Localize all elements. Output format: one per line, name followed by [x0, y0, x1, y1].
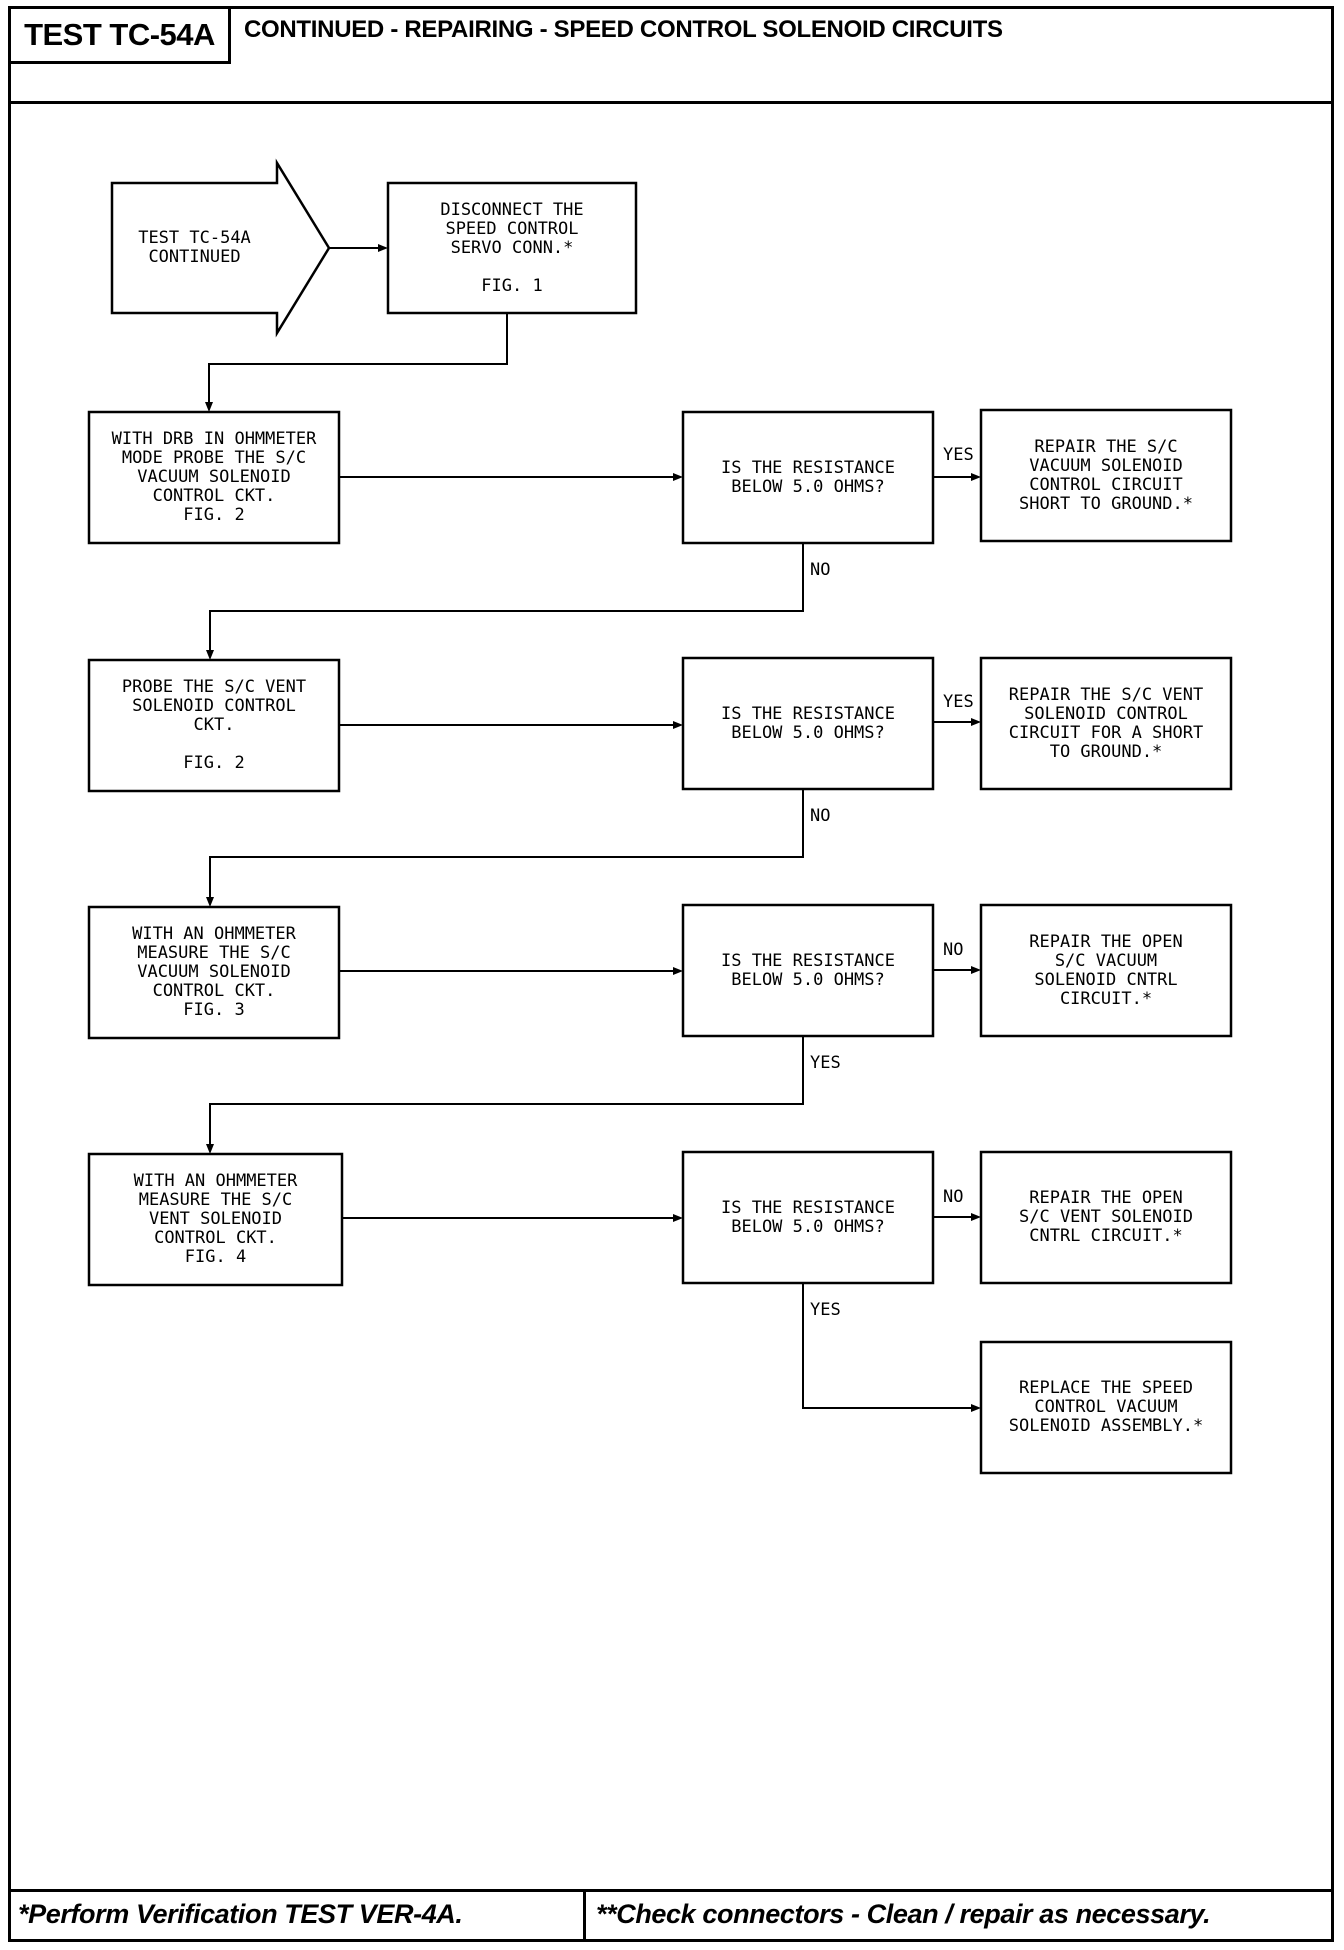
page-frame — [8, 6, 1334, 1942]
footer-divider — [8, 1889, 1334, 1892]
arrowhead-step2 — [206, 650, 214, 660]
arrowhead-q2 — [673, 721, 683, 729]
arrowhead-step4 — [206, 1144, 214, 1154]
q2-text: IS THE RESISTANCE BELOW 5.0 OHMS? — [721, 703, 895, 743]
arrowhead-r5 — [971, 1404, 981, 1412]
step4-box — [87, 1152, 344, 1287]
q2-no-label: NO — [810, 806, 831, 826]
arrowhead-q1 — [673, 473, 683, 481]
connector-q1-step2 — [209, 543, 804, 653]
header-divider — [8, 101, 1334, 104]
test-id: TEST TC-54A — [24, 17, 215, 52]
r1-box — [979, 408, 1233, 543]
arrowhead-r1 — [971, 473, 981, 481]
q1-yes-label: YES — [943, 445, 974, 465]
start-arrow-shape — [110, 158, 331, 338]
q3-no-label: NO — [943, 940, 964, 960]
disconnect-box — [386, 181, 638, 315]
r1-text: REPAIR THE S/C VACUUM SOLENOID CONTROL C… — [1019, 436, 1193, 514]
footer-column-divider — [583, 1889, 586, 1942]
connector-q2-step3 — [209, 789, 804, 900]
r2-box — [979, 656, 1233, 791]
arrowhead-q4 — [673, 1214, 683, 1222]
q1-text: IS THE RESISTANCE BELOW 5.0 OHMS? — [721, 457, 895, 497]
arrowhead-r2 — [971, 718, 981, 726]
q2-yes-label: YES — [943, 692, 974, 712]
q3-text: IS THE RESISTANCE BELOW 5.0 OHMS? — [721, 950, 895, 990]
arrowhead-q3 — [673, 967, 683, 975]
step1-box — [87, 410, 341, 545]
verification-note: *Perform Verification TEST VER-4A. — [18, 1899, 463, 1929]
step3-text: WITH AN OHMMETER MEASURE THE S/C VACUUM … — [132, 924, 296, 1020]
step2-text: PROBE THE S/C VENT SOLENOID CONTROL CKT.… — [121, 677, 307, 773]
r3-box — [979, 903, 1233, 1038]
q4-text: IS THE RESISTANCE BELOW 5.0 OHMS? — [721, 1197, 895, 1237]
arrowhead-step3 — [206, 897, 214, 907]
q4-box — [681, 1150, 935, 1285]
q4-yes-label: YES — [810, 1300, 841, 1320]
r4-text: REPAIR THE OPEN S/C VENT SOLENOID CNTRL … — [1019, 1188, 1193, 1246]
connector-disconnect-step1 — [208, 313, 508, 405]
q4-no-label: NO — [943, 1187, 964, 1207]
step1-text: WITH DRB IN OHMMETER MODE PROBE THE S/C … — [111, 429, 317, 525]
test-id-box: TEST TC-54A — [8, 6, 231, 64]
connector-note: **Check connectors - Clean / repair as n… — [596, 1899, 1211, 1929]
r5-text: REPLACE THE SPEED CONTROL VACUUM SOLENOI… — [1008, 1378, 1204, 1436]
arrowhead-r4 — [971, 1213, 981, 1221]
connector-q3-step4 — [209, 1036, 804, 1147]
q1-box — [681, 410, 935, 545]
r2-text: REPAIR THE S/C VENT SOLENOID CONTROL CIR… — [1008, 684, 1204, 762]
step3-box — [87, 905, 341, 1040]
step4-text: WITH AN OHMMETER MEASURE THE S/C VENT SO… — [133, 1171, 298, 1267]
r4-box — [979, 1150, 1233, 1285]
r5-box — [979, 1340, 1233, 1475]
q3-box — [681, 903, 935, 1038]
connector-q4-r5 — [802, 1283, 975, 1409]
disconnect-text: DISCONNECT THE SPEED CONTROL SERVO CONN.… — [440, 199, 584, 296]
arrowhead-r3 — [971, 966, 981, 974]
step2-box — [87, 658, 341, 793]
arrowhead-start-disconnect — [378, 244, 388, 252]
q1-no-label: NO — [810, 560, 831, 580]
page-title: CONTINUED - REPAIRING - SPEED CONTROL SO… — [244, 16, 1003, 43]
r3-text: REPAIR THE OPEN S/C VACUUM SOLENOID CNTR… — [1029, 931, 1183, 1009]
arrowhead-step1 — [205, 402, 213, 412]
q3-yes-label: YES — [810, 1053, 841, 1073]
q2-box — [681, 656, 935, 791]
start-label: TEST TC-54A CONTINUED — [138, 228, 251, 267]
